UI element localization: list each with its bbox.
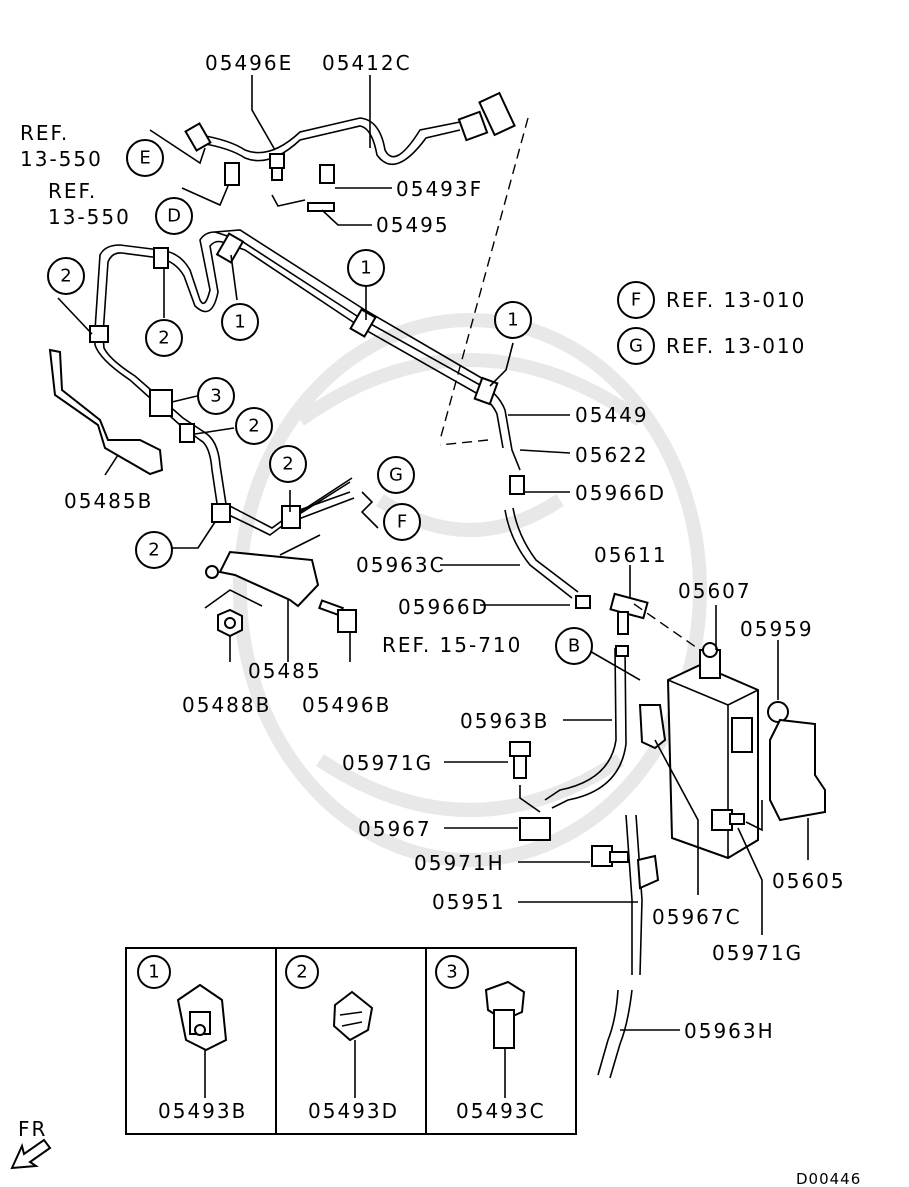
bracket-05485B [48,348,164,476]
callout-circles [47,139,655,665]
bolt-05971G-b [711,809,745,831]
label-05605: 05605 [772,869,846,893]
grommet-05959 [767,701,789,723]
legend-callout-1: 1 [148,962,159,983]
callout-3: 3 [210,386,221,407]
label-05485: 05485 [248,659,322,683]
label-05493C: 05493C [456,1099,546,1123]
label-05496E: 05496E [205,51,293,75]
hose-05951 [518,814,660,976]
callout-2-e: 2 [148,540,159,561]
fuel-line-harness [94,229,521,536]
hoses-right [440,475,629,809]
label-05963H: 05963H [684,1019,775,1043]
label-05495: 05495 [376,213,450,237]
legend-callout-2: 2 [296,962,307,983]
label-05412C: 05412C [322,51,412,75]
label-05488B: 05488B [182,693,271,717]
label-05966D-a: 05966D [575,481,666,505]
bolt-05971G-a [509,741,531,779]
label-05496B: 05496B [302,693,391,717]
callout-2-b: 2 [158,328,169,349]
label-ref-d: REF. [48,179,97,203]
label-05963B: 05963B [460,709,549,733]
callout-2-a: 2 [60,266,71,287]
label-ref-e: REF. [20,121,69,145]
label-05971G-a: 05971G [342,751,433,775]
label-05967C: 05967C [652,905,742,929]
watermark-emblem [233,313,707,867]
label-05449: 05449 [575,403,649,427]
clip-05493C-drawing [484,980,526,1049]
label-05611: 05611 [594,543,668,567]
clip-05493B-drawing [176,983,228,1052]
callout-f: F [397,512,407,533]
nut-05488B [217,608,243,638]
vapor-hose-top [184,91,516,212]
callout-1-c: 1 [507,310,518,331]
clip-05493D-drawing [332,990,374,1042]
bolt-05496B [318,599,357,633]
bracket-05967C [638,704,667,750]
label-ref-d-num: 13-550 [48,205,131,229]
label-05622: 05622 [575,443,649,467]
label-05485B: 05485B [64,489,153,513]
label-ref-b: REF. 15-710 [382,633,522,657]
callout-g-ref: G [629,336,643,357]
callout-b: B [568,636,580,657]
callout-1-a: 1 [234,312,245,333]
label-05607: 05607 [678,579,752,603]
label-05493B: 05493B [158,1099,247,1123]
canister-05607 [666,605,759,860]
clip-05967 [519,817,551,841]
callout-1-b: 1 [360,258,371,279]
callout-g: G [389,465,403,486]
bracket-05485 [218,550,320,608]
label-05966D-b: 05966D [398,595,489,619]
label-ref-e-num: 13-550 [20,147,103,171]
callout-d: D [167,206,181,227]
label-05963C: 05963C [356,553,446,577]
label-05493F: 05493F [396,177,483,201]
bolt-05971H [591,845,629,867]
front-arrow-icon [10,1138,52,1170]
label-05951: 05951 [432,890,506,914]
callout-f-ref: F [631,290,641,311]
label-05971H: 05971H [414,851,505,875]
harness-clips [89,232,499,529]
callout-e: E [139,148,150,169]
legend-callout-3: 3 [446,962,457,983]
diagram-code: D00446 [796,1170,861,1187]
bracket-05605 [769,718,826,822]
callout-2-c: 2 [248,416,259,437]
label-05971G-b: 05971G [712,941,803,965]
label-05959: 05959 [740,617,814,641]
callout-2-d: 2 [282,454,293,475]
label-ref-g: REF. 13-010 [666,334,806,358]
label-ref-f: REF. 13-010 [666,288,806,312]
valve-05611 [609,565,649,635]
front-indicator-label: FR [18,1117,47,1141]
label-05967: 05967 [358,817,432,841]
label-05493D: 05493D [308,1099,399,1123]
hose-05963H [597,989,619,1076]
